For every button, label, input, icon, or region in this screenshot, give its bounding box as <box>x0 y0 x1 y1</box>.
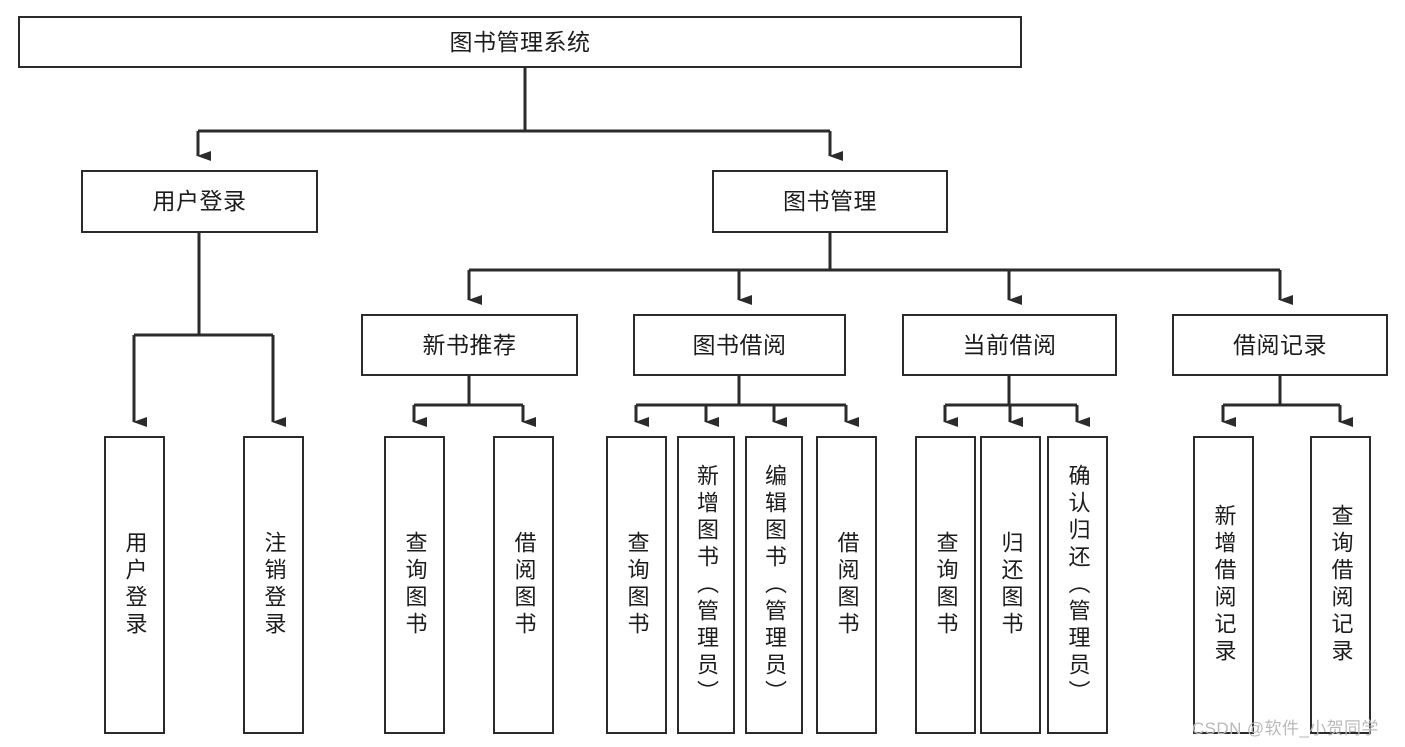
node-label: 查询图书 <box>933 531 959 639</box>
node-label: 编辑图书（管理员） <box>762 463 787 707</box>
node-label: 用户登录 <box>152 188 247 215</box>
leaf-query-book-borrow[interactable]: 查询图书 <box>606 436 667 734</box>
leaf-borrow-book-recommend[interactable]: 借阅图书 <box>493 436 554 734</box>
leaf-add-borrow-record[interactable]: 新增借阅记录 <box>1193 436 1254 734</box>
node-label: 图书借阅 <box>692 331 787 358</box>
node-label: 图书管理 <box>783 188 877 215</box>
leaf-edit-book-admin[interactable]: 编辑图书（管理员） <box>745 436 803 734</box>
leaf-query-book-recommend[interactable]: 查询图书 <box>384 436 445 734</box>
node-label: 查询图书 <box>402 531 428 639</box>
node-book-borrow[interactable]: 图书借阅 <box>633 314 846 376</box>
new-book-to-leaves-connectors <box>412 376 536 427</box>
node-label: 新增借阅记录 <box>1211 504 1237 666</box>
node-label: 查询借阅记录 <box>1328 504 1354 666</box>
leaf-query-borrow-record[interactable]: 查询借阅记录 <box>1310 436 1371 734</box>
leaf-add-book-admin[interactable]: 新增图书（管理员） <box>677 436 735 734</box>
node-label: 归还图书 <box>998 531 1024 639</box>
node-label: 查询图书 <box>624 531 650 639</box>
node-label: 用户登录 <box>122 531 148 639</box>
node-label: 借阅图书 <box>834 531 860 639</box>
node-new-book-recommend[interactable]: 新书推荐 <box>361 314 578 376</box>
node-book-management[interactable]: 图书管理 <box>712 170 948 233</box>
node-label: 新书推荐 <box>422 331 517 358</box>
node-label: 图书管理系统 <box>449 28 591 55</box>
current-borrow-to-leaves-connectors <box>943 376 1090 427</box>
node-user-login[interactable]: 用户登录 <box>81 170 318 233</box>
root-to-level2-connectors <box>196 68 843 161</box>
node-label: 借阅记录 <box>1233 331 1327 358</box>
leaf-user-login[interactable]: 用户登录 <box>104 436 165 734</box>
leaf-query-book-current[interactable]: 查询图书 <box>915 436 976 734</box>
node-label: 确认归还（管理员） <box>1065 463 1091 707</box>
borrow-record-to-leaves-connectors <box>1221 376 1353 427</box>
leaf-borrow-book[interactable]: 借阅图书 <box>816 436 877 734</box>
user-login-to-leaves-connectors <box>132 233 286 427</box>
node-root-book-management-system[interactable]: 图书管理系统 <box>18 16 1022 68</box>
book-borrow-to-leaves-connectors <box>634 376 859 427</box>
node-label: 当前借阅 <box>962 331 1057 358</box>
node-label: 注销登录 <box>261 531 287 639</box>
node-current-borrow[interactable]: 当前借阅 <box>902 314 1117 376</box>
level2-book-to-level3-connectors <box>467 233 1293 305</box>
node-borrow-record[interactable]: 借阅记录 <box>1172 314 1388 376</box>
leaf-confirm-return-admin[interactable]: 确认归还（管理员） <box>1047 436 1108 734</box>
leaf-logout-login[interactable]: 注销登录 <box>243 436 304 734</box>
leaf-return-book[interactable]: 归还图书 <box>980 436 1041 734</box>
node-label: 借阅图书 <box>511 531 537 639</box>
node-label: 新增图书（管理员） <box>694 463 719 707</box>
